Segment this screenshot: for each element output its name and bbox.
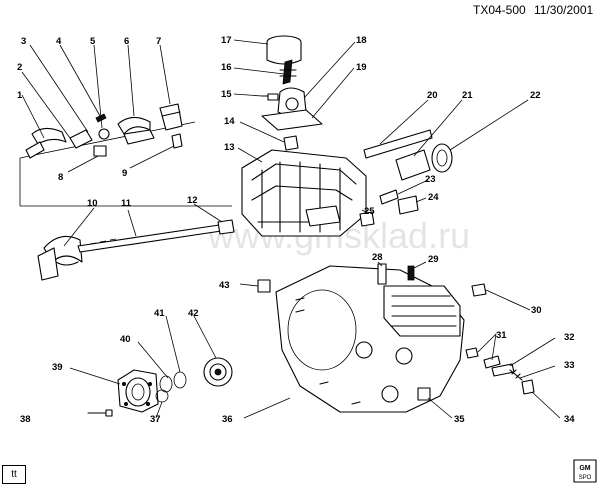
housing-13 — [241, 149, 367, 237]
callout-9: 9 — [122, 168, 127, 179]
part-31 — [465, 347, 479, 359]
plug-12 — [217, 219, 235, 235]
part-14 — [283, 135, 299, 151]
callout-19: 19 — [356, 62, 367, 73]
callout-33: 33 — [564, 360, 575, 371]
callout-18: 18 — [356, 35, 367, 46]
interlock-8 — [93, 145, 107, 157]
callout-41: 41 — [154, 308, 165, 319]
callout-38: 38 — [20, 414, 31, 425]
plug-30 — [471, 283, 487, 297]
detent-34 — [521, 379, 535, 395]
callout-25: 25 — [364, 206, 375, 217]
bolt-25 — [359, 211, 375, 227]
callout-17: 17 — [221, 35, 232, 46]
part-23 — [379, 189, 399, 205]
callout-21: 21 — [462, 90, 473, 101]
callout-30: 30 — [531, 305, 542, 316]
shift-block-7 — [159, 103, 183, 131]
callout-12: 12 — [187, 195, 198, 206]
bolt-43 — [257, 279, 271, 293]
shift-fork-1 — [31, 127, 67, 145]
callout-labels: 1 2 3 4 5 6 7 8 9 10 11 12 13 14 15 16 1… — [17, 35, 575, 425]
interlock-2 — [69, 129, 93, 149]
bearing-retainer-group — [69, 315, 233, 419]
callout-2: 2 — [17, 62, 22, 73]
diagram-date: 11/30/2001 — [534, 3, 593, 17]
bolt-28 — [377, 263, 387, 285]
lever-16 — [282, 59, 293, 85]
cable-20 — [363, 129, 433, 159]
callout-14: 14 — [224, 116, 235, 127]
diagram-code: TX04-500 — [473, 3, 526, 17]
callout-36: 36 — [222, 414, 233, 425]
seal-21 — [395, 149, 431, 181]
callout-43: 43 — [219, 280, 230, 291]
gasket-19 — [261, 109, 323, 131]
shifter-group — [233, 35, 356, 151]
callout-10: 10 — [87, 198, 98, 209]
callout-29: 29 — [428, 254, 439, 265]
callout-1: 1 — [17, 90, 23, 101]
callout-37: 37 — [150, 414, 161, 425]
seal-40 — [159, 375, 173, 393]
extension-housing — [237, 99, 529, 237]
callout-13: 13 — [224, 142, 235, 153]
bolt-38 — [105, 409, 113, 417]
bolt-29 — [407, 265, 415, 281]
callout-42: 42 — [188, 308, 199, 319]
snap-ring-41 — [173, 371, 187, 389]
callout-3: 3 — [21, 36, 26, 47]
shift-rail-11 — [77, 223, 229, 253]
callout-34: 34 — [564, 414, 575, 425]
case-top — [383, 285, 461, 337]
main-case — [239, 261, 561, 419]
shift-fork-group — [19, 44, 235, 281]
callout-6: 6 — [124, 36, 129, 47]
gm-spo-logo: GM SPO — [573, 459, 597, 483]
callout-31: 31 — [496, 330, 507, 341]
sensor-24 — [397, 195, 419, 215]
callout-5: 5 — [90, 36, 96, 47]
callout-8: 8 — [58, 172, 63, 183]
bushing-22 — [431, 143, 453, 173]
footer-tag: tt — [2, 465, 26, 484]
callout-32: 32 — [564, 332, 575, 343]
callout-4: 4 — [56, 36, 62, 47]
callout-20: 20 — [427, 90, 438, 101]
bolt-15 — [267, 93, 279, 101]
callout-28: 28 — [372, 252, 383, 263]
callout-35: 35 — [454, 414, 465, 425]
callout-15: 15 — [221, 89, 232, 100]
callout-23: 23 — [425, 174, 436, 185]
svg-text:GM: GM — [579, 465, 590, 472]
callout-39: 39 — [52, 362, 63, 373]
callout-24: 24 — [428, 192, 439, 203]
callout-11: 11 — [121, 198, 132, 209]
callout-22: 22 — [530, 90, 541, 101]
svg-text:SPO: SPO — [579, 475, 592, 481]
spring-33 — [509, 369, 523, 381]
callout-16: 16 — [221, 62, 232, 73]
callout-7: 7 — [156, 36, 161, 47]
callout-40: 40 — [120, 334, 131, 345]
